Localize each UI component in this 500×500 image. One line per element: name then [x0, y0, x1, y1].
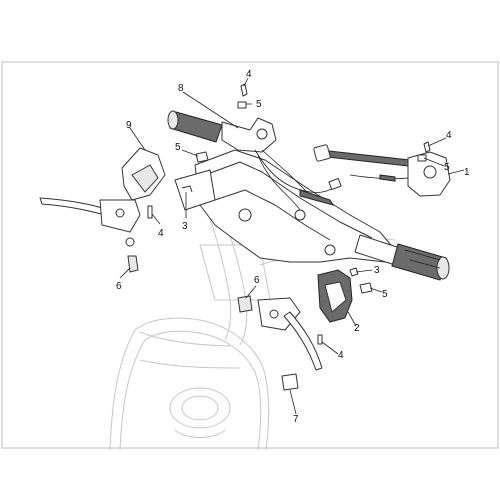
clip-5c — [417, 154, 427, 162]
small-fasteners — [127, 83, 431, 391]
callout-7: 7 — [293, 414, 299, 425]
right-lever-cover — [317, 269, 353, 323]
switch-7 — [281, 373, 299, 391]
clip-5d — [359, 282, 373, 294]
screw-4b — [147, 205, 153, 219]
screw-4a — [240, 83, 248, 97]
callout-5d: 5 — [382, 289, 388, 300]
leader-lines — [119, 77, 465, 415]
handlebar-casting — [174, 149, 396, 263]
right-grip — [354, 234, 450, 281]
callout-5b: 5 — [175, 142, 181, 153]
callout-4b: 4 — [158, 228, 164, 239]
callout-3b: 3 — [374, 265, 380, 276]
right-switch-assembly — [313, 144, 451, 197]
screw-3b — [349, 267, 359, 277]
callout-4c: 4 — [446, 130, 452, 141]
screw-4c — [423, 141, 431, 153]
callout-6b: 6 — [254, 275, 260, 286]
callout-9: 9 — [126, 120, 132, 131]
bulb-6a — [127, 255, 139, 273]
callout-2: 2 — [354, 323, 360, 334]
screw-3a — [181, 185, 193, 193]
callout-8: 8 — [178, 83, 184, 94]
left-brake-lever — [39, 197, 141, 247]
callout-5c: 5 — [444, 162, 450, 173]
callout-labels: 8 4 5 9 5 3 4 6 4 5 1 3 5 2 6 4 7 — [116, 69, 470, 425]
callout-1: 1 — [464, 167, 470, 178]
bulb-6b — [237, 295, 253, 313]
clip-5a — [237, 101, 247, 109]
callout-4d: 4 — [338, 350, 344, 361]
left-lever-cover — [121, 147, 166, 201]
callout-3a: 3 — [182, 221, 188, 232]
diagram-border — [1, 61, 499, 449]
callout-4a: 4 — [246, 69, 252, 80]
left-grip-assembly — [167, 110, 335, 206]
clip-5b — [195, 151, 209, 163]
callout-5a: 5 — [256, 99, 262, 110]
screw-4d — [317, 334, 323, 345]
right-brake-lever — [257, 297, 323, 371]
callout-6a: 6 — [116, 281, 122, 292]
left-switch-wiring — [254, 149, 342, 211]
